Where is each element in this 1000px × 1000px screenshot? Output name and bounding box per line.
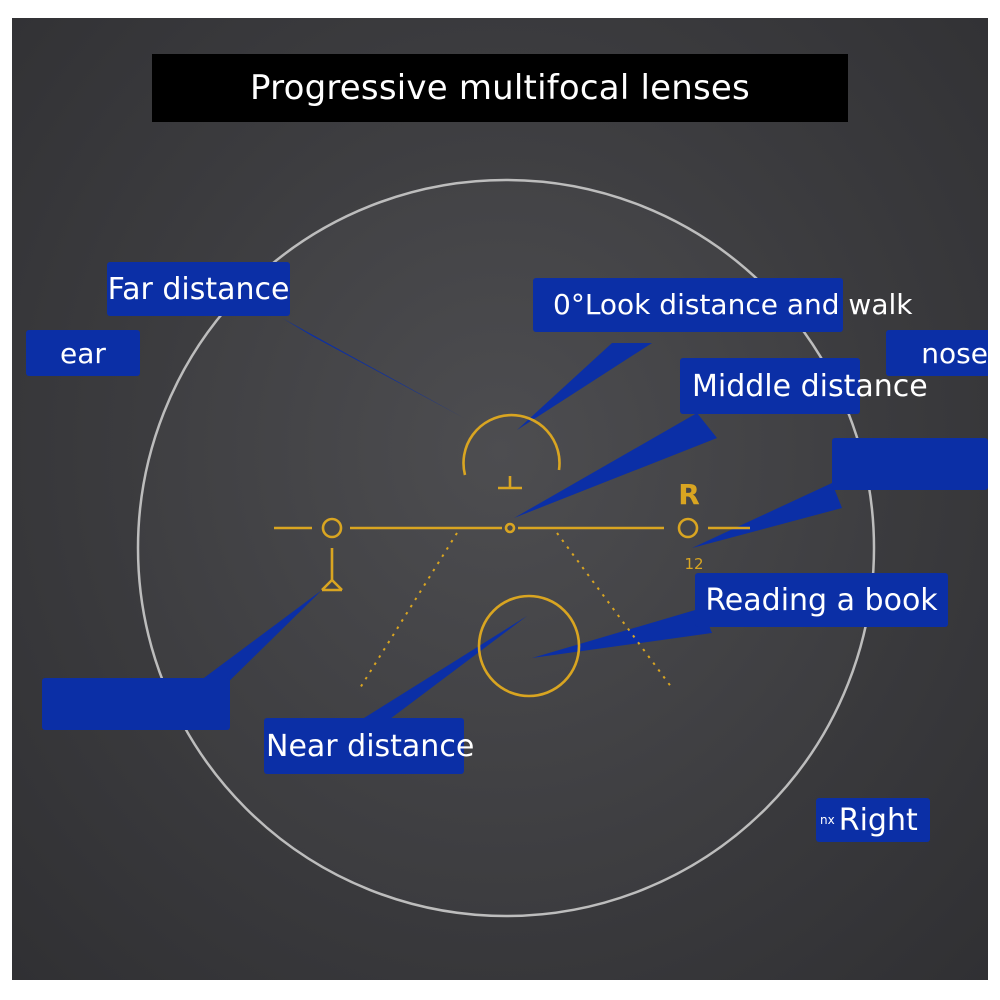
page-title: Progressive multifocal lenses [152, 54, 848, 122]
fitting-cross-pointer [177, 590, 322, 698]
lens-number: 12 [684, 555, 703, 573]
right-label-text: Right [838, 802, 918, 838]
look-distance-label: 0°Look distance and walk [533, 278, 912, 332]
near-distance-circle [477, 594, 581, 698]
prism-reference-point [504, 522, 516, 534]
middle-distance-pointer [514, 413, 717, 518]
engraving-pointer [692, 483, 842, 548]
ear-label: ear [26, 330, 140, 376]
look-distance-text: 0°Look distance and walk [553, 288, 913, 321]
blank-engraving-label [832, 438, 988, 490]
left-engraving-circle [321, 517, 343, 539]
reading-book-label: Reading a book [695, 573, 948, 627]
far-distance-pointer [282, 318, 464, 418]
left-y-mark [321, 548, 343, 592]
middle-distance-label: Middle distance [680, 358, 928, 414]
lens-eye-letter: R [678, 478, 700, 511]
blank-fitting-label [42, 678, 230, 730]
diagram-background: R 12 Progressive multifocal lenses Far d… [12, 18, 988, 980]
lens-outline [136, 178, 876, 918]
lens-diagram: R 12 [136, 178, 876, 918]
right-label-prefix: nx [820, 813, 835, 827]
reading-book-pointer [532, 608, 712, 658]
far-distance-arc [462, 413, 561, 476]
nose-label: nose [886, 330, 988, 376]
look-distance-pointer [517, 343, 652, 430]
near-distance-label: Near distance [264, 718, 474, 774]
right-engraving-circle [677, 517, 699, 539]
far-distance-label: Far distance [107, 262, 290, 316]
right-label: nx Right [816, 798, 930, 842]
